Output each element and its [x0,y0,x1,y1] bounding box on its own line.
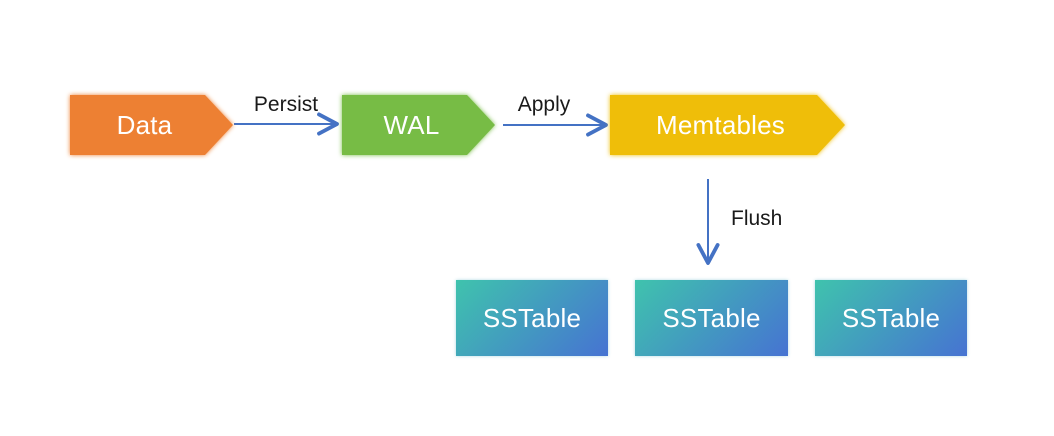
persist-edge-label: Persist [253,93,319,116]
sstable-2-label: SSTable [662,302,761,333]
wal-label: WAL [383,109,440,140]
node-memtables: Memtables [610,95,845,155]
apply-edge-label: Apply [517,93,571,116]
data-label: Data [116,109,173,140]
node-wal: WAL [342,95,495,155]
flush-edge-label: Flush [731,207,783,230]
node-sstable-2: SSTable [635,280,788,356]
node-sstable-3: SSTable [815,280,967,356]
data-shape [70,95,233,155]
wal-shape-glow [342,95,495,155]
wal-shape [342,95,495,155]
data-shape-glow [70,95,233,155]
memtables-label: Memtables [656,109,785,140]
memtables-shape-glow [610,95,845,155]
memtables-shape [610,95,845,155]
node-sstable-1: SSTable [456,280,608,356]
node-data: Data [70,95,233,155]
sstable-3-label: SSTable [841,302,941,333]
sstable-1-label: SSTable [482,302,582,333]
